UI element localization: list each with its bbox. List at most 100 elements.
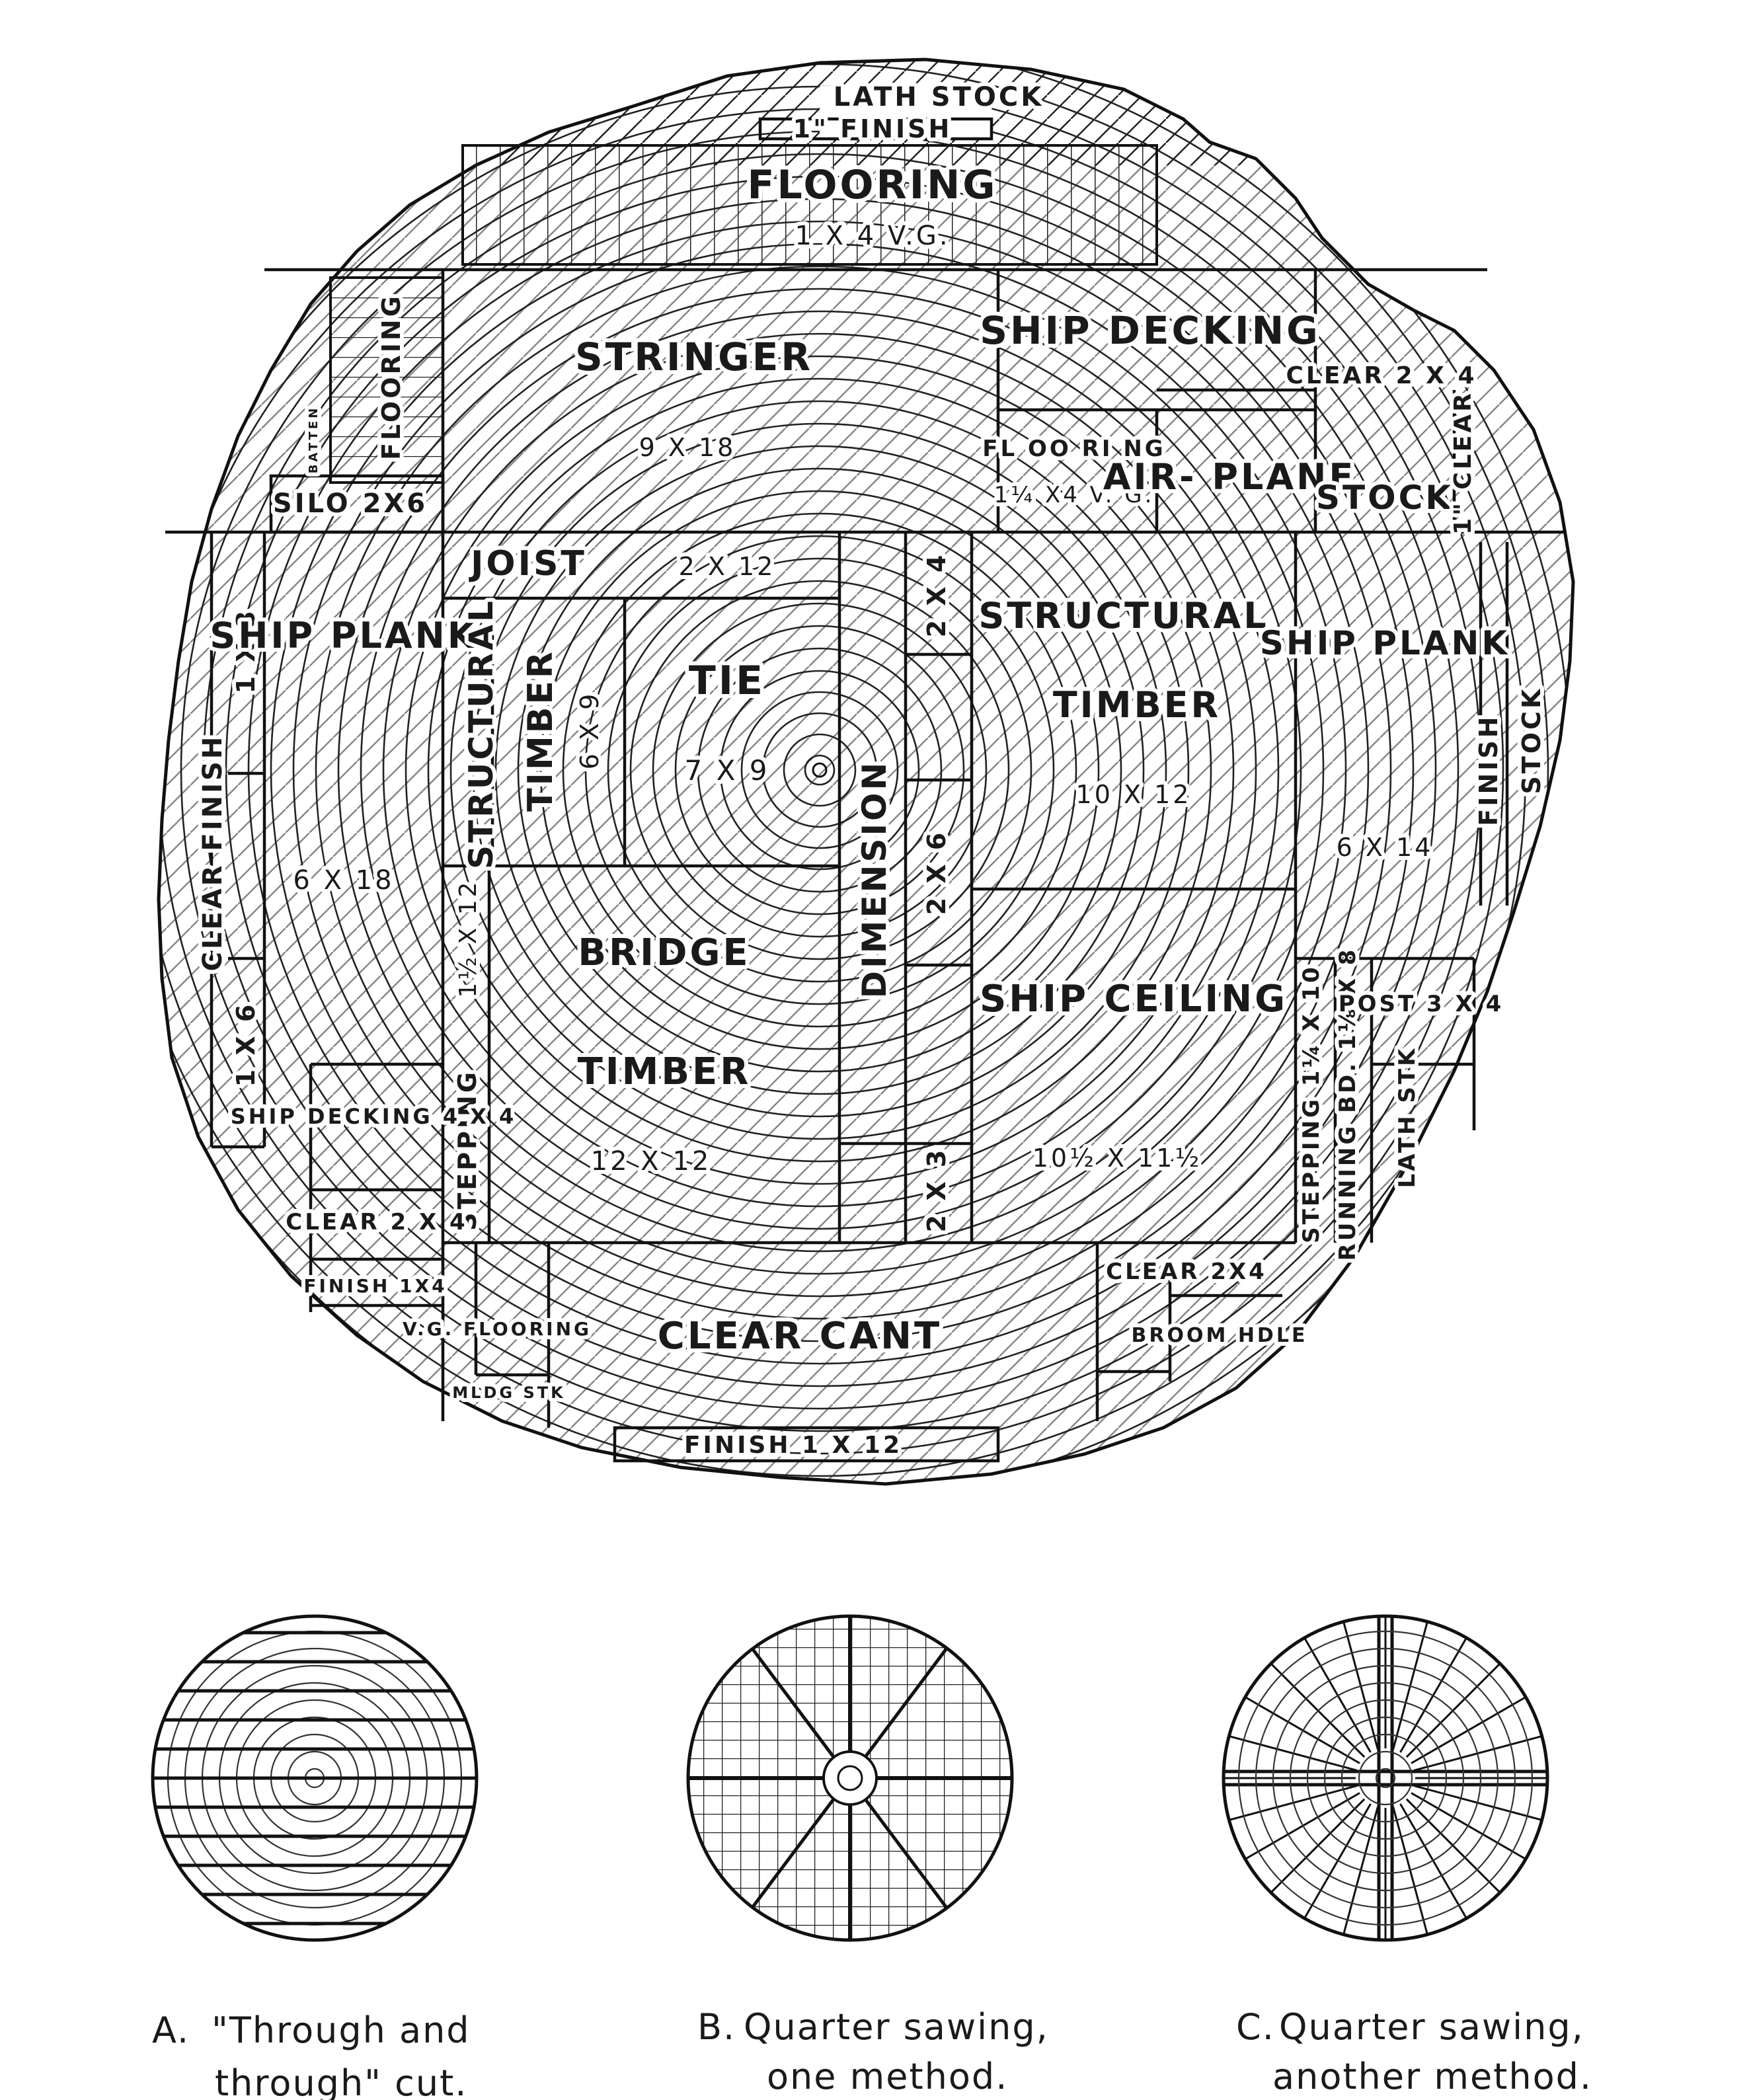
radial-cut-line xyxy=(1392,1807,1431,1940)
growth-ring xyxy=(804,754,836,786)
joist-dim: 2 X 12 xyxy=(679,552,776,581)
growth-ring xyxy=(427,377,1212,1163)
radial-cut-line xyxy=(1236,1691,1360,1764)
radial-cut-line xyxy=(1298,1629,1372,1753)
radial-cut-line xyxy=(1411,1792,1535,1865)
small-log-quarter-sawing-another xyxy=(1222,1614,1549,1942)
caption-b: B. Quarter sawing, one method. xyxy=(697,2006,1048,2097)
ship-plank-left-dim: 6 X 18 xyxy=(293,865,394,896)
svg-text:Quarter sawing,: Quarter sawing, xyxy=(1279,2006,1584,2048)
radial-cut-line xyxy=(1414,1785,1547,1824)
radial-cut-line xyxy=(1298,1803,1372,1927)
lath-stk-label: LATH STK xyxy=(1394,1046,1420,1188)
small-log-through-and-through xyxy=(151,1614,479,1942)
flooring-top-label: FLOORING xyxy=(747,162,997,208)
svg-text:C.: C. xyxy=(1236,2006,1275,2048)
caption-c: C. Quarter sawing, another method. xyxy=(1236,2006,1592,2097)
timber-left-label: TIMBER xyxy=(521,649,561,812)
stepping-left-dim: 1½ X 12 xyxy=(455,879,482,997)
small-growth-ring xyxy=(1358,1750,1413,1806)
growth-ring xyxy=(740,691,899,849)
radial-cut-line xyxy=(1392,1616,1431,1750)
timber-right-label: TIMBER xyxy=(1053,684,1221,726)
silo-label: SILO 2X6 xyxy=(273,488,428,519)
ship-decking-left-label: SHIP DECKING 4 X 4 xyxy=(231,1104,517,1129)
radial-cut-line xyxy=(1405,1656,1508,1758)
one-inch-finish-label: 1" FINISH xyxy=(793,114,953,143)
svg-text:"Through and: "Through and xyxy=(212,2009,471,2051)
growth-ring xyxy=(562,512,1077,1028)
two-x-four-center-label: 2 X 4 xyxy=(922,553,951,638)
small-growth-ring xyxy=(1255,1647,1516,1909)
main-log-cross-section: LATH STOCK 1" FINISH FLOORING 1 X 4 V.G.… xyxy=(157,58,1575,1486)
growth-ring xyxy=(629,580,1010,960)
growth-ring xyxy=(607,557,1032,983)
running-bd-label: RUNNING BD. 1⅛ X 8 xyxy=(1335,947,1361,1261)
growth-ring xyxy=(783,733,857,807)
radial-cut-line xyxy=(1340,1616,1379,1750)
radial-cut-line xyxy=(1236,1792,1360,1865)
radial-cut-line xyxy=(1224,1732,1357,1771)
flooring-vg-label: FL OO RI NG xyxy=(982,436,1165,462)
small-growth-ring xyxy=(1306,1699,1465,1857)
small-growth-ring xyxy=(1272,1664,1499,1892)
stock-right-label: STOCK xyxy=(1517,687,1546,795)
bridge-label: BRIDGE xyxy=(578,931,750,974)
joist-label: JOIST xyxy=(469,544,587,584)
lath-stock-top-label: LATH STOCK xyxy=(834,82,1044,112)
ship-plank-right-dim: 6 X 14 xyxy=(1337,833,1434,862)
flooring-top-dim: 1 X 4 V.G. xyxy=(795,221,950,251)
small-growth-ring xyxy=(1323,1716,1448,1840)
structural-right-label: STRUCTURAL xyxy=(978,595,1268,637)
small-growth-ring xyxy=(1237,1630,1534,1926)
radial-cut-line xyxy=(1411,1691,1535,1764)
growth-ring xyxy=(159,59,1549,1484)
growth-ring xyxy=(360,310,1280,1230)
growth-ring xyxy=(584,535,1055,1005)
flooring-vg-dim: 1¼ X4 V. G. xyxy=(994,482,1155,508)
pith xyxy=(812,762,828,778)
one-x-eight-label: 1 X 8 xyxy=(231,609,260,694)
finish-right-label: FINISH xyxy=(1474,714,1503,826)
ship-plank-left-label: SHIP PLANK xyxy=(210,615,477,656)
ship-ceiling-dim: 10½ X 11½ xyxy=(1032,1144,1202,1173)
airplane-label: AIR- PLANE xyxy=(1103,456,1356,498)
growth-ring xyxy=(674,625,965,915)
small-growth-ring xyxy=(1341,1733,1430,1823)
stringer-label: STRINGER xyxy=(575,334,813,379)
small-log-quarter-sawing-one xyxy=(686,1614,1014,1942)
ship-decking-top-label: SHIP DECKING xyxy=(980,308,1321,353)
finish-1x4-label: FINISH 1X4 xyxy=(303,1275,447,1297)
broom-hdle-label: BROOM HDLE xyxy=(1132,1324,1308,1347)
svg-text:A.: A. xyxy=(152,2009,190,2051)
flooring-left-label: FLOORING xyxy=(377,293,406,460)
growth-ring xyxy=(382,332,1257,1208)
small-growth-ring xyxy=(1375,1768,1396,1789)
growth-ring xyxy=(539,490,1100,1050)
clear-2x4-left-label: CLEAR 2 X 4 xyxy=(286,1209,467,1235)
radial-cut-line xyxy=(1399,1803,1473,1927)
svg-text:one method.: one method. xyxy=(767,2056,1008,2097)
one-inch-clear-label: 1" CLEAR xyxy=(1450,391,1477,535)
lumber-labels: LATH STOCK 1" FINISH FLOORING 1 X 4 V.G.… xyxy=(194,78,1550,1463)
growth-ring xyxy=(517,467,1122,1073)
clear-2x4-top-label: CLEAR 2 X 4 xyxy=(1286,362,1477,389)
stepping-right-label: STEPPING 1¼ X 10 xyxy=(1298,964,1325,1243)
two-x-three-label: 2 X 3 xyxy=(922,1147,951,1233)
small-growth-ring xyxy=(1289,1682,1482,1875)
mldg-stk-label: MLDG STK xyxy=(452,1383,565,1402)
timber-left-dim: 6 X 9 xyxy=(575,691,604,770)
radial-cut-line xyxy=(1224,1785,1357,1824)
growth-ring xyxy=(449,400,1190,1140)
radial-cut-line xyxy=(1340,1807,1379,1940)
stepping-left-label: STEPPING xyxy=(453,1069,482,1231)
board-boundaries xyxy=(165,117,1567,1463)
growth-ring xyxy=(337,288,1302,1253)
tie-dim: 7 X 9 xyxy=(685,754,770,787)
clear-2x4-right-label: CLEAR 2X4 xyxy=(1106,1259,1267,1285)
svg-text:another method.: another method. xyxy=(1272,2056,1592,2097)
stringer-dim: 9 X 18 xyxy=(639,433,736,462)
batten-label: BATTEN xyxy=(307,406,321,474)
bridge-timber-label: TIMBER xyxy=(578,1050,752,1093)
